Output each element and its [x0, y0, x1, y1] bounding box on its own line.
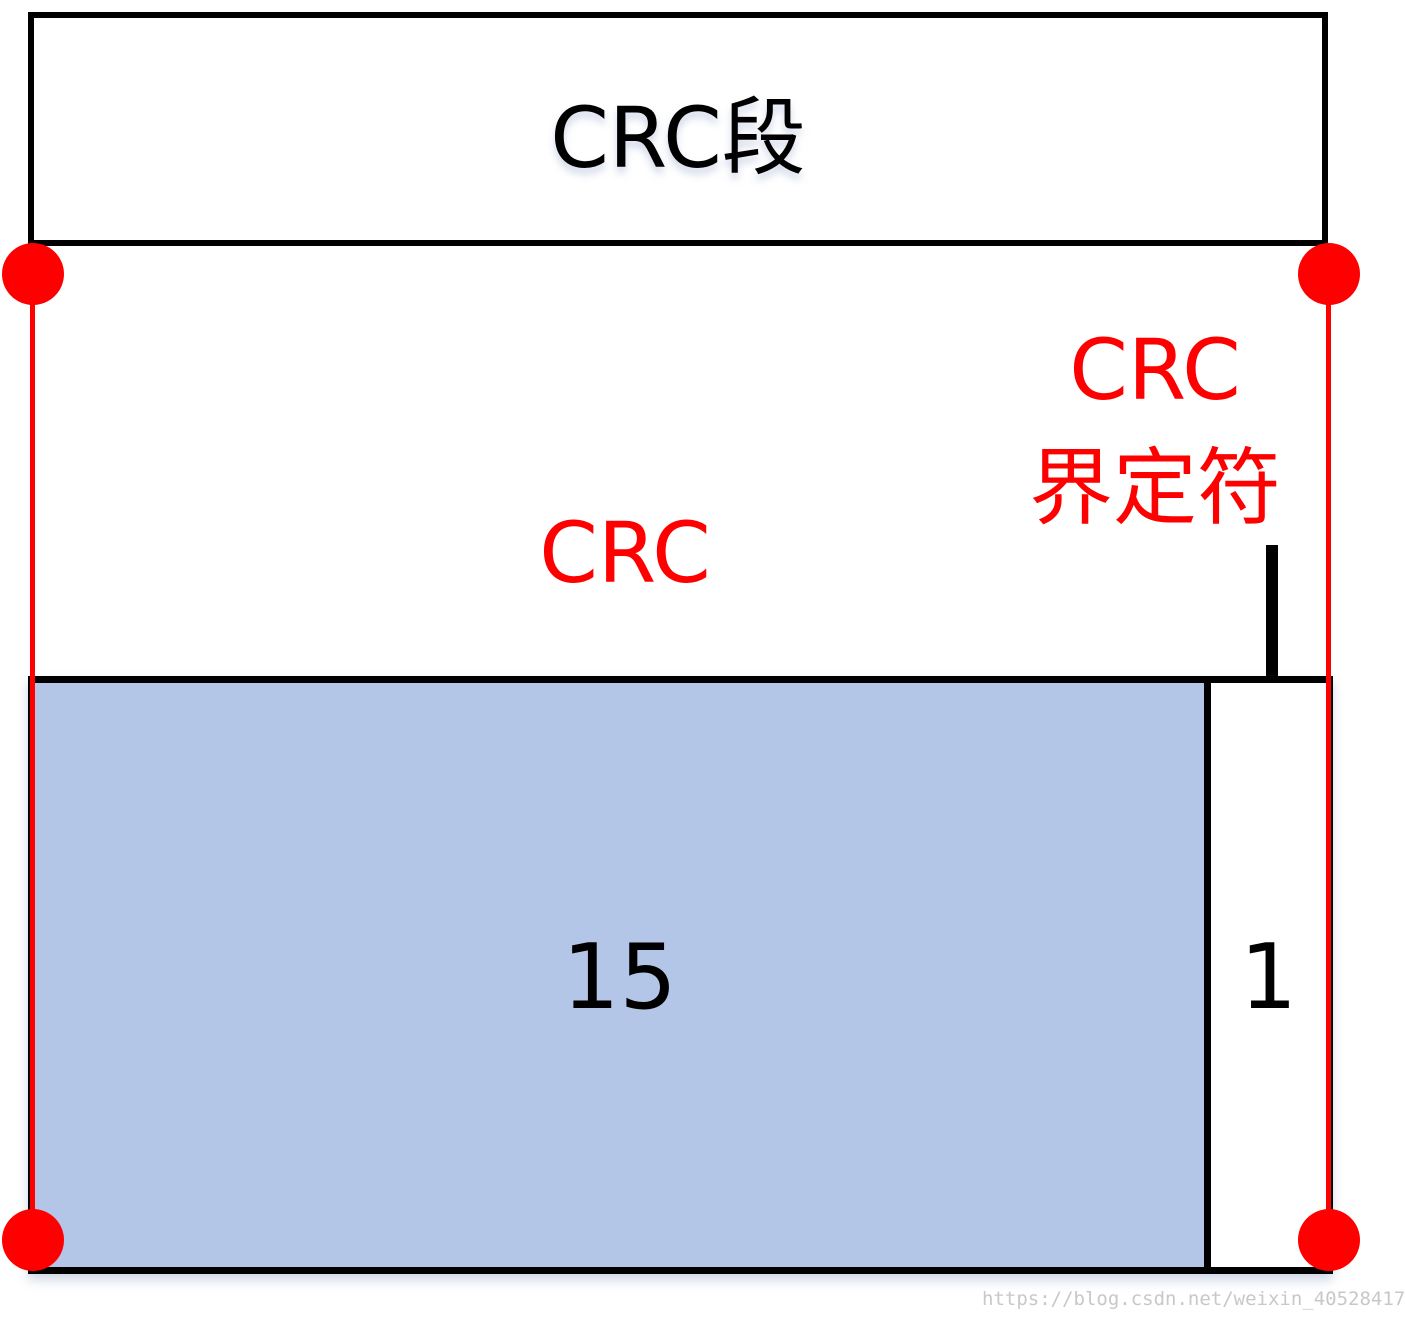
- red-dot-bottom-left: [2, 1209, 64, 1271]
- right-red-bracket-line-overlay: [1326, 676, 1331, 1240]
- crc-sequence-bits: 15: [562, 925, 677, 1030]
- crc-segment-box: CRC段: [28, 12, 1328, 246]
- delimiter-label-line2: 界定符: [1028, 439, 1281, 537]
- watermark-url: https://blog.csdn.net/weixin_40528417: [982, 1288, 1405, 1310]
- delimiter-label-line1: CRC: [1069, 321, 1241, 419]
- crc-field-box: 15 1: [28, 676, 1333, 1274]
- crc-delimiter-bits: 1: [1239, 925, 1298, 1030]
- crc-label: CRC: [539, 504, 711, 602]
- crc-segment-title: CRC段: [550, 89, 806, 187]
- red-dot-top-right: [1298, 243, 1360, 305]
- left-red-bracket-line-overlay: [30, 676, 35, 1240]
- red-dot-top-left: [2, 243, 64, 305]
- crc-sequence-cell: 15: [35, 683, 1211, 1267]
- red-dot-bottom-right: [1298, 1209, 1360, 1271]
